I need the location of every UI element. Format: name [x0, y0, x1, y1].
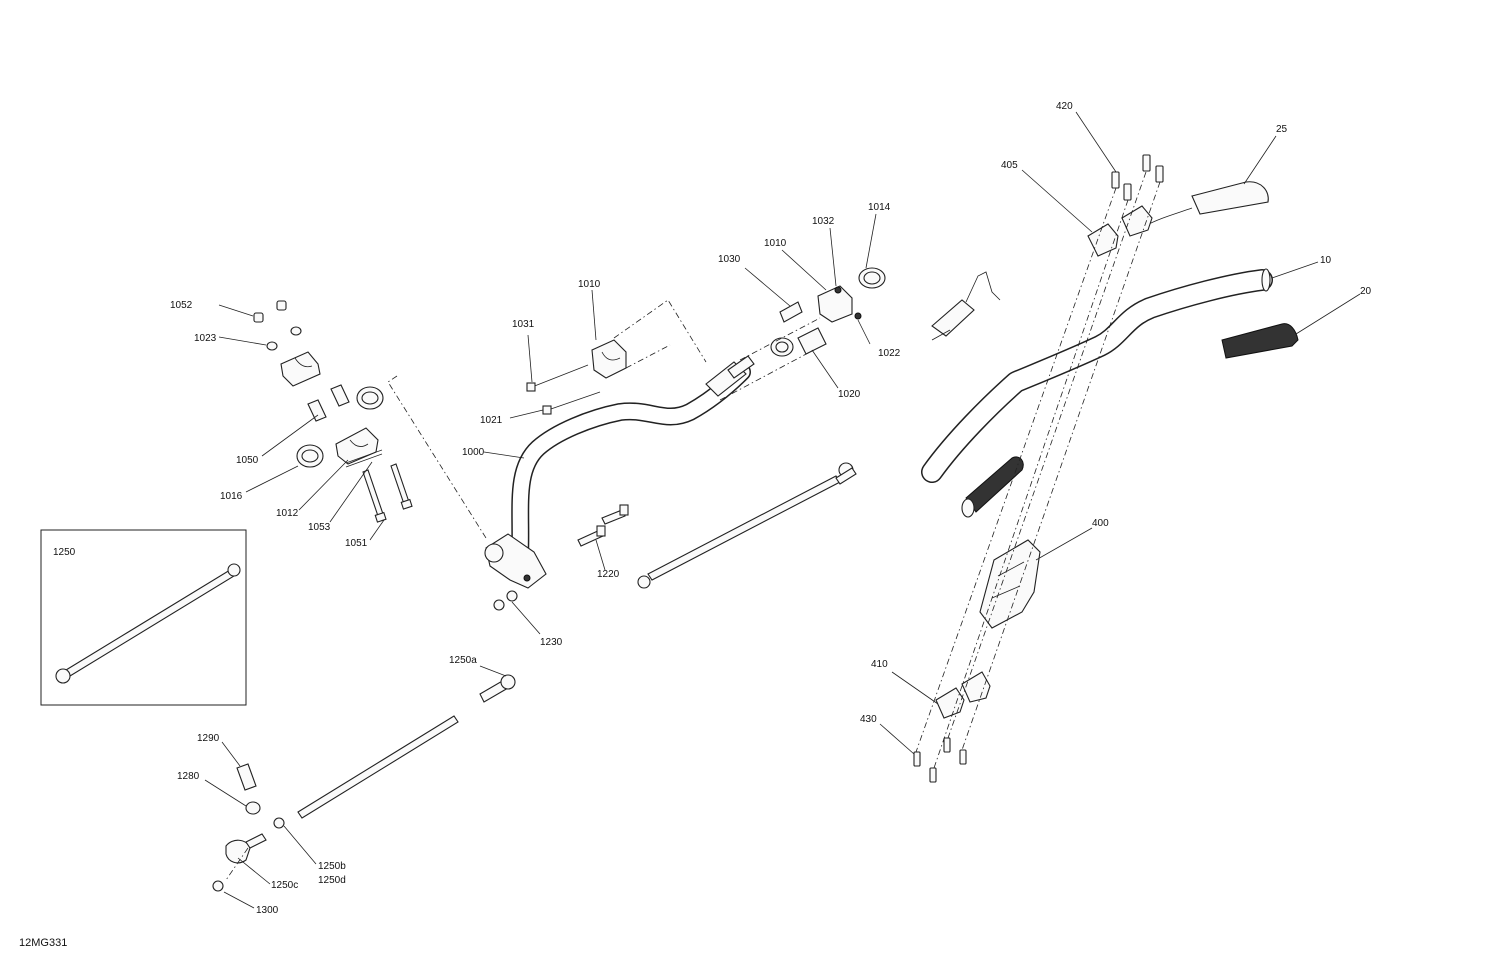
callout-1032: 1032 [812, 216, 835, 227]
bolt-430-a [913, 751, 921, 767]
callout-1012: 1012 [276, 508, 299, 519]
callout-1250b: 1250b [318, 861, 346, 872]
callout-1050: 1050 [236, 455, 259, 466]
nut-1230 [493, 599, 505, 611]
left-clamp-assembly [218, 300, 487, 541]
washer-1230 [506, 590, 518, 602]
bolt-420-b [1142, 154, 1151, 172]
riser-400 [979, 539, 1041, 629]
tie-rod-1250a [297, 715, 459, 819]
upper-clamp-405-a [1087, 223, 1119, 257]
bolt-420-d [1155, 165, 1164, 183]
callout-1230: 1230 [540, 637, 563, 648]
callout-1014: 1014 [868, 202, 891, 213]
washer-1280 [245, 801, 261, 815]
grip-20 [1221, 323, 1299, 359]
callout-25: 25 [1276, 124, 1288, 135]
upper-clamp-405-b [1121, 205, 1153, 237]
bolt-1290 [236, 763, 257, 791]
lower-clamp-410-a [935, 687, 965, 719]
washer-1023-b [290, 326, 302, 336]
bolt-420-c [1123, 183, 1132, 201]
inset-frame [40, 529, 247, 706]
callout-1030: 1030 [718, 254, 741, 265]
handlebar-assembly [879, 111, 1361, 783]
spacer-1050-a [307, 399, 327, 422]
callout-1010-right: 1010 [764, 238, 787, 249]
rod-end-1250c [225, 839, 251, 864]
grip-left-end [961, 498, 975, 518]
callout-1290: 1290 [197, 733, 220, 744]
tie-rod-center [637, 462, 857, 589]
callout-400: 400 [1092, 518, 1109, 529]
callout-labels: 1052 1023 1050 1016 1012 1053 1051 1031 … [19, 101, 1372, 949]
spacer-1050-b [330, 384, 350, 407]
callout-1053: 1053 [308, 522, 331, 533]
clamp-upper-cap [280, 351, 321, 387]
nut-1052-b [276, 300, 287, 311]
bolt-1220-b [601, 509, 626, 525]
callout-1300: 1300 [256, 905, 279, 916]
callout-1051: 1051 [345, 538, 368, 549]
nut-1032 [834, 286, 842, 294]
callout-1250d: 1250d [318, 875, 346, 886]
steering-tube-1000 [483, 213, 886, 635]
nut-1300 [212, 880, 224, 892]
callout-420: 420 [1056, 101, 1073, 112]
heater-connector [931, 299, 975, 337]
lower-tie-rod-assembly [204, 665, 516, 909]
bolt-1051-b [390, 463, 410, 505]
spacer-1020 [797, 327, 827, 355]
diagram-id: 12MG331 [19, 937, 67, 949]
bolt-1051-a [362, 469, 384, 517]
callout-1220: 1220 [597, 569, 620, 580]
callout-430: 430 [860, 714, 877, 725]
nut-1022 [854, 312, 862, 320]
shim-1053 [345, 449, 383, 464]
inset-1250 [40, 529, 247, 706]
inset-label-1250: 1250 [53, 547, 76, 558]
callout-1250a: 1250a [449, 655, 477, 666]
callout-1022: 1022 [878, 348, 901, 359]
nut-1052-a [253, 312, 264, 323]
ball-joint-1250a [500, 674, 516, 690]
callout-1280: 1280 [177, 771, 200, 782]
lower-clamp-410-b [961, 671, 991, 703]
handlebar-end [1261, 268, 1271, 292]
bolt-430-d [959, 749, 967, 765]
bolt-430-b [929, 767, 937, 783]
callout-1010-left: 1010 [578, 279, 601, 290]
callout-1023: 1023 [194, 333, 217, 344]
callout-405: 405 [1001, 160, 1018, 171]
jam-nut-1250b [273, 817, 285, 829]
grip-25 [1191, 181, 1269, 215]
clamp-1010-right [817, 285, 853, 323]
callout-1031: 1031 [512, 319, 535, 330]
callout-1021: 1021 [480, 415, 503, 426]
bolt-430-c [943, 737, 951, 753]
callout-1016: 1016 [220, 491, 243, 502]
grip-left [965, 456, 1024, 513]
callout-1000: 1000 [462, 447, 485, 458]
callout-1052: 1052 [170, 300, 193, 311]
callout-1020: 1020 [838, 389, 861, 400]
washer-1023-a [266, 341, 278, 351]
spacer-1030 [779, 301, 803, 323]
callout-410: 410 [871, 659, 888, 670]
callout-10: 10 [1320, 255, 1332, 266]
callout-20: 20 [1360, 286, 1372, 297]
bolt-420-a [1111, 171, 1120, 189]
callout-1250c: 1250c [271, 880, 298, 891]
